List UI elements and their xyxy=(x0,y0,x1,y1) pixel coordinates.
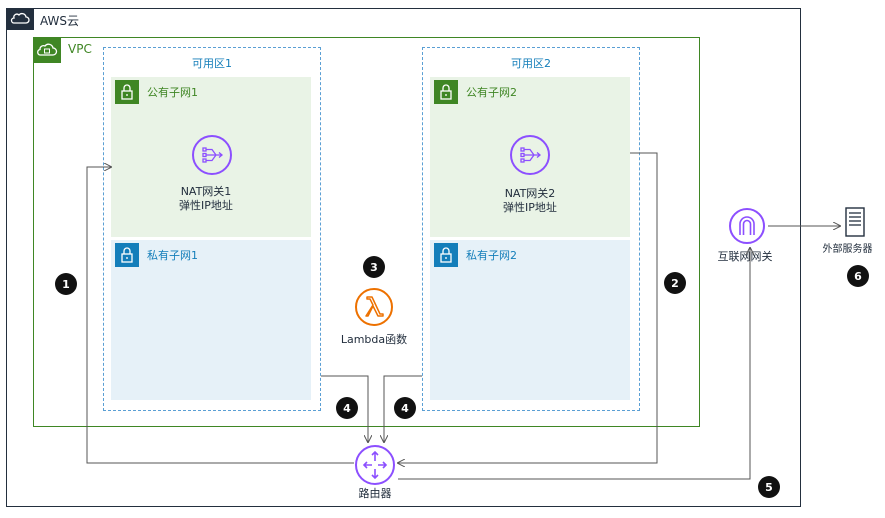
private-subnet-1-lock-icon xyxy=(115,243,139,267)
aws-cloud-group xyxy=(6,8,801,507)
step-badge-5: 5 xyxy=(758,476,780,498)
lambda-to-router-right-path xyxy=(384,375,422,442)
flow-2-path xyxy=(398,152,658,463)
lambda-icon[interactable] xyxy=(354,287,394,331)
internet-gateway-icon[interactable] xyxy=(728,207,766,249)
step-badge-1: 1 xyxy=(55,273,77,295)
server-icon[interactable] xyxy=(845,207,865,241)
public-subnet-2-label: 公有子网2 xyxy=(466,86,517,99)
private-subnet-2-lock-icon xyxy=(434,243,458,267)
lambda-to-router-left-path xyxy=(321,375,368,442)
availability-zone-2 xyxy=(422,47,640,411)
step-badge-6: 6 xyxy=(847,265,869,287)
private-subnet-2 xyxy=(430,240,630,400)
nat-gateway-1-label: NAT网关1 xyxy=(180,185,232,198)
step-badge-4-right: 4 xyxy=(394,397,416,419)
nat-gateway-1-eip-label: 弹性IP地址 xyxy=(179,199,233,212)
vpc-group xyxy=(33,37,700,427)
private-subnet-1 xyxy=(111,240,311,400)
external-server-label: 外部服务器 xyxy=(822,244,873,255)
public-subnet-1 xyxy=(111,77,311,237)
public-subnet-1-label: 公有子网1 xyxy=(147,86,198,99)
step-badge-2: 2 xyxy=(664,272,686,294)
availability-zone-1-label: 可用区1 xyxy=(192,57,232,70)
aws-cloud-label: AWS云 xyxy=(40,14,80,28)
nat-gateway-1-icon[interactable] xyxy=(191,134,233,180)
router-icon[interactable] xyxy=(354,444,396,490)
private-subnet-1-label: 私有子网1 xyxy=(147,249,198,262)
public-subnet-1-lock-icon xyxy=(115,80,139,104)
nat-gateway-2-icon[interactable] xyxy=(509,134,551,180)
public-subnet-2 xyxy=(430,77,630,237)
vpc-label: VPC xyxy=(68,42,92,56)
aws-cloud-icon xyxy=(6,8,34,30)
lambda-label: Lambda函数 xyxy=(340,333,408,346)
step-badge-4-left: 4 xyxy=(336,397,358,419)
flow-1-path xyxy=(86,167,354,464)
availability-zone-2-label: 可用区2 xyxy=(511,57,551,70)
router-label: 路由器 xyxy=(358,487,392,500)
step-badge-3: 3 xyxy=(363,256,385,278)
nat-gateway-2-label: NAT网关2 xyxy=(504,187,556,200)
public-subnet-2-lock-icon xyxy=(434,80,458,104)
nat-gateway-2-eip-label: 弹性IP地址 xyxy=(503,201,557,214)
internet-gateway-label: 互联网网关 xyxy=(717,250,773,263)
router-to-igw-path xyxy=(398,248,750,480)
vpc-cloud-icon xyxy=(33,37,61,63)
availability-zone-1 xyxy=(103,47,321,411)
private-subnet-2-label: 私有子网2 xyxy=(466,249,517,262)
